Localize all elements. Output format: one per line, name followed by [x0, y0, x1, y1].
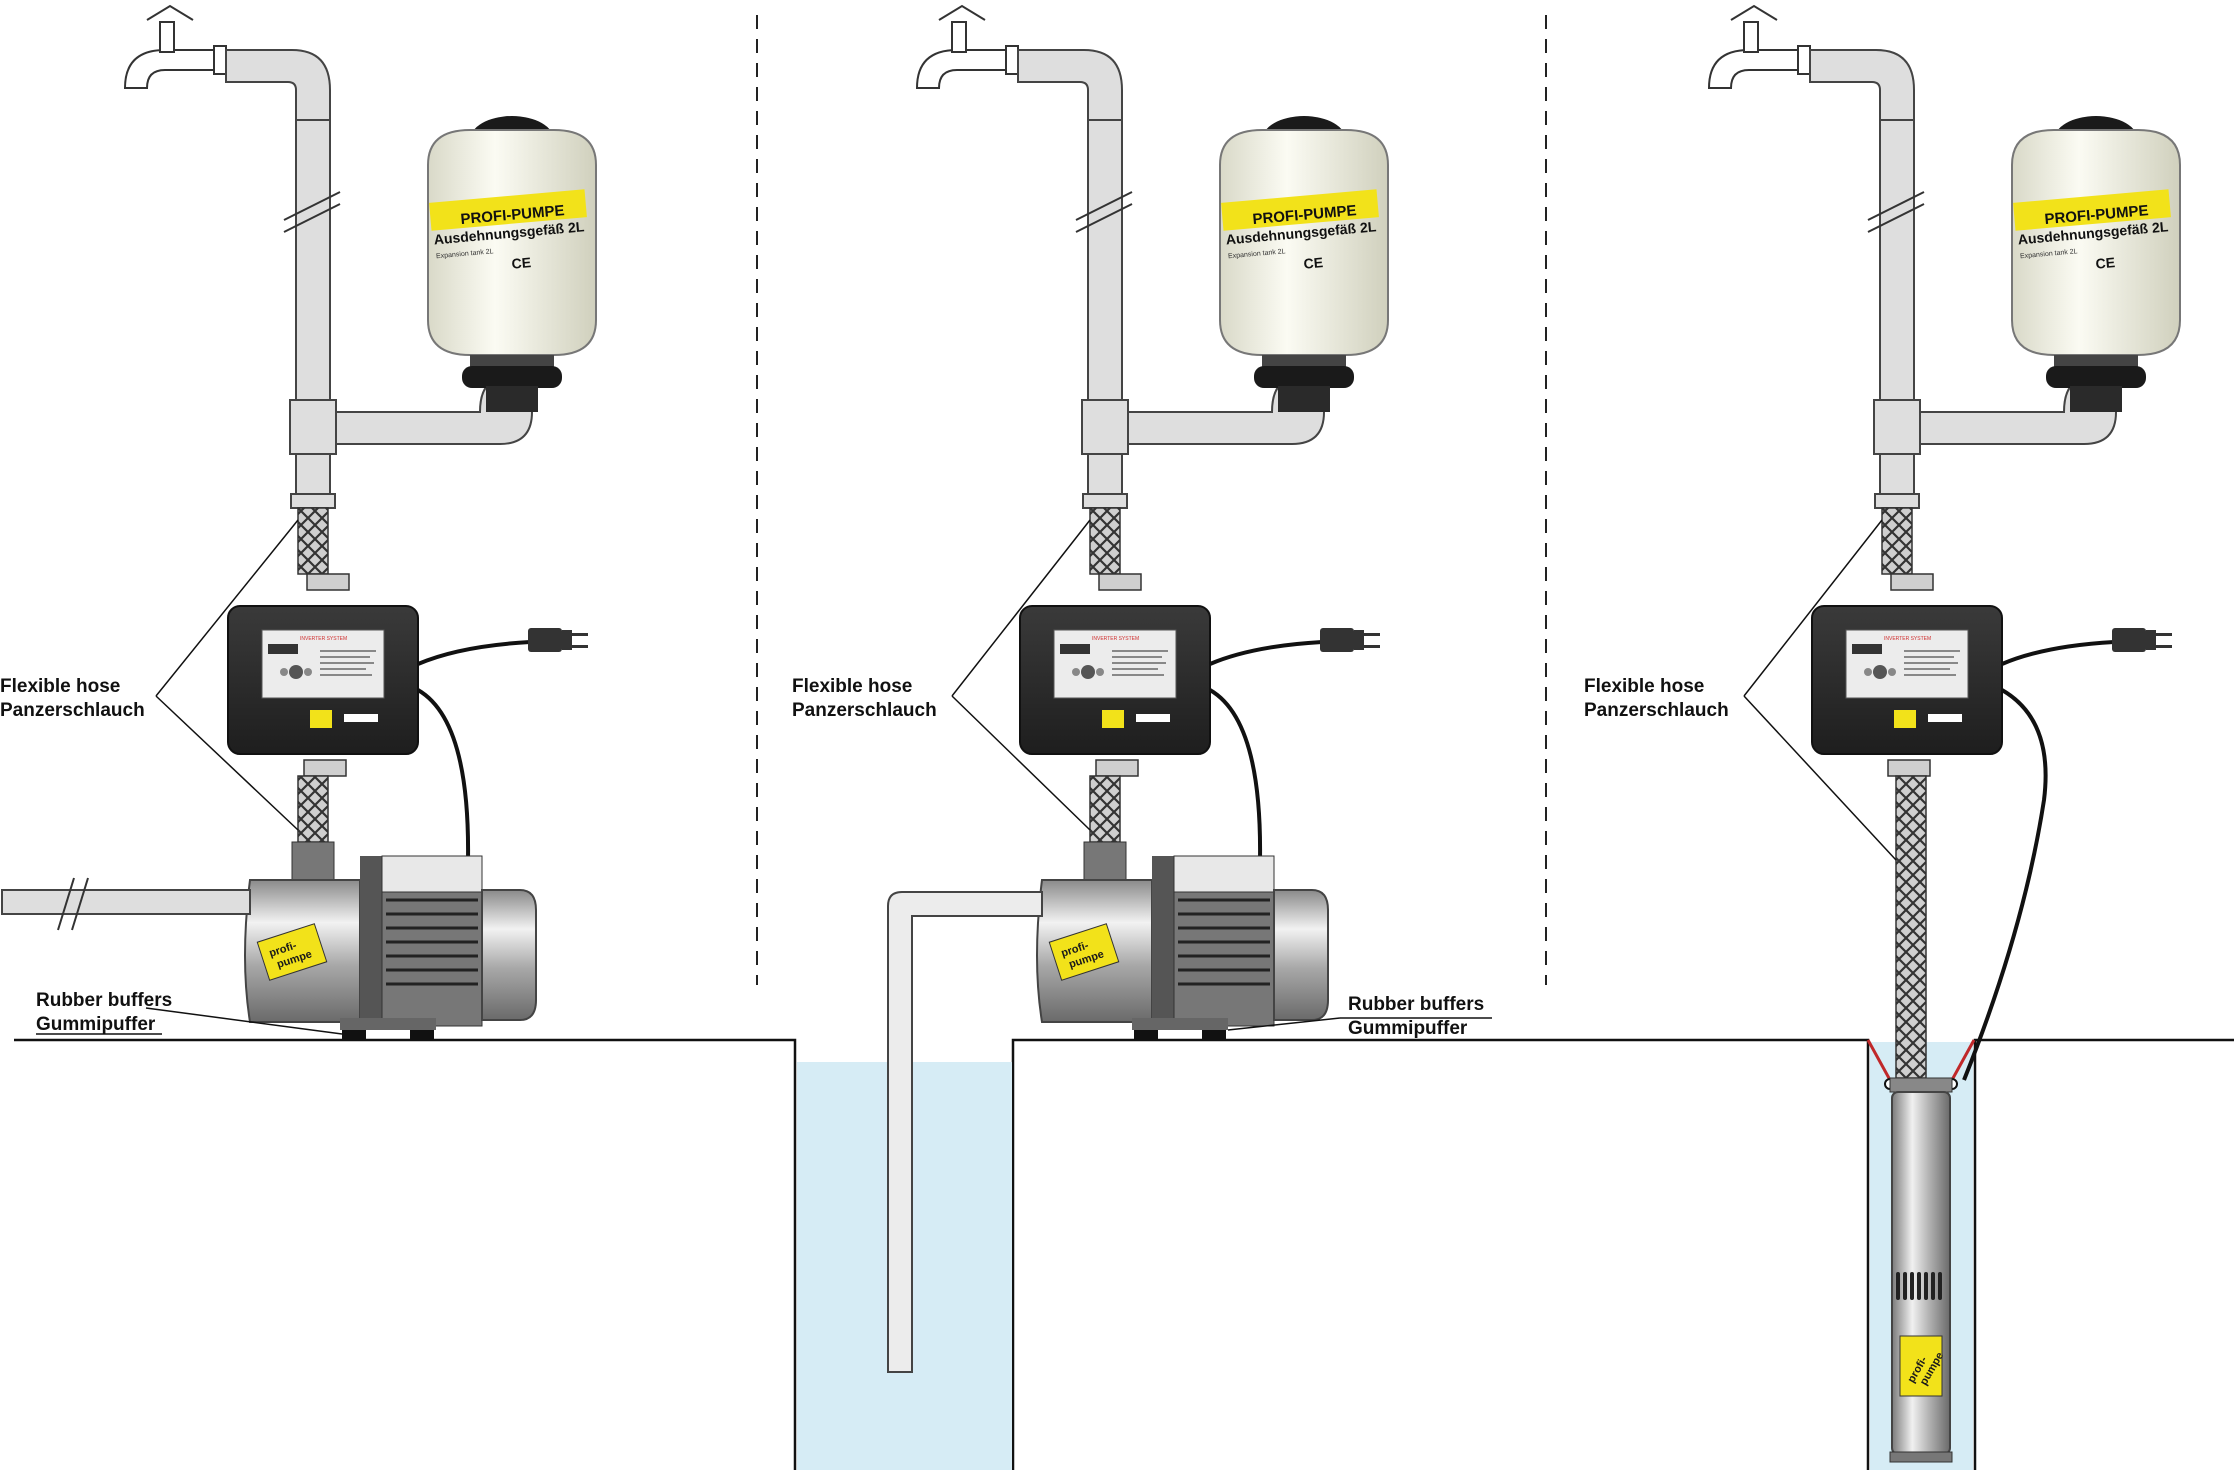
expansion-tank: PROFI-PUMPE Ausdehnungsgefäß 2L Expansio… [427, 116, 597, 412]
label-gummipuffer: Gummipuffer [36, 1014, 156, 1035]
safety-rope [1866, 1039, 1976, 1081]
rubber-buffer [342, 1030, 366, 1040]
faucet-icon [915, 4, 1019, 89]
label-panzerschlauch: Panzerschlauch [792, 700, 937, 721]
power-plug-icon [528, 628, 588, 652]
power-plug-icon [1320, 628, 1380, 652]
label-rubber-buffers: Rubber buffers [1348, 994, 1484, 1015]
callout-lines [1743, 519, 1897, 861]
label-flexible-hose: Flexible hose [0, 676, 120, 697]
power-plug-icon [2112, 628, 2172, 652]
callout-lines [145, 519, 343, 1035]
label-rubber-buffers: Rubber buffers [36, 990, 172, 1011]
pressure-controller: INVERTER SYSTEM [1019, 605, 1211, 755]
rubber-buffer [1202, 1030, 1226, 1040]
surface-pump: profi- pumpe [1036, 841, 1329, 1040]
tank-ce-mark: CE [2095, 254, 2116, 272]
flexible-hose-lower [1089, 775, 1121, 843]
tank-ce-mark: CE [1303, 254, 1324, 272]
scene-surface-pump-suction: PROFI-PUMPE Ausdehnungsgefäß 2L Expansio… [0, 4, 597, 1040]
rubber-buffer [1134, 1030, 1158, 1040]
label-panzerschlauch: Panzerschlauch [0, 700, 145, 721]
scene-submersible-pump: PROFI-PUMPE Ausdehnungsgefäß 2L Expansio… [1584, 4, 2181, 1463]
pressure-controller: INVERTER SYSTEM [227, 605, 419, 755]
flexible-hose-upper [1089, 507, 1121, 575]
surface-pump: profi- pumpe [244, 841, 537, 1040]
rubber-buffer [410, 1030, 434, 1040]
suction-pipe [1, 877, 251, 931]
ground [14, 1038, 2234, 1470]
tank-ce-mark: CE [511, 254, 532, 272]
callout-lines [951, 519, 1341, 1031]
submersible-pump: profi- pumpe [1889, 1077, 1953, 1463]
water-pipe [225, 49, 533, 509]
faucet-icon [123, 4, 227, 89]
scene-surface-pump-well: PROFI-PUMPE Ausdehnungsgefäß 2L Expansio… [792, 4, 1492, 1373]
expansion-tank: PROFI-PUMPE Ausdehnungsgefäß 2L Expansio… [1219, 116, 1389, 412]
controller-header: INVERTER SYSTEM [1092, 636, 1139, 642]
well-suction-pipe [887, 891, 1043, 1373]
flexible-hose-lower [297, 775, 329, 843]
label-flexible-hose: Flexible hose [792, 676, 912, 697]
label-flexible-hose: Flexible hose [1584, 676, 1704, 697]
water-pipe [1809, 49, 2117, 509]
label-gummipuffer: Gummipuffer [1348, 1018, 1468, 1039]
label-panzerschlauch: Panzerschlauch [1584, 700, 1729, 721]
controller-header: INVERTER SYSTEM [1884, 636, 1931, 642]
controller-header: INVERTER SYSTEM [300, 636, 347, 642]
flexible-hose-upper [297, 507, 329, 575]
pressure-controller: INVERTER SYSTEM [1811, 605, 2003, 755]
water-pipe [1017, 49, 1325, 509]
flexible-hose-upper [1881, 507, 1913, 575]
faucet-icon [1707, 4, 1811, 89]
expansion-tank: PROFI-PUMPE Ausdehnungsgefäß 2L Expansio… [2011, 116, 2181, 412]
flexible-hose-long [1895, 775, 1927, 1079]
